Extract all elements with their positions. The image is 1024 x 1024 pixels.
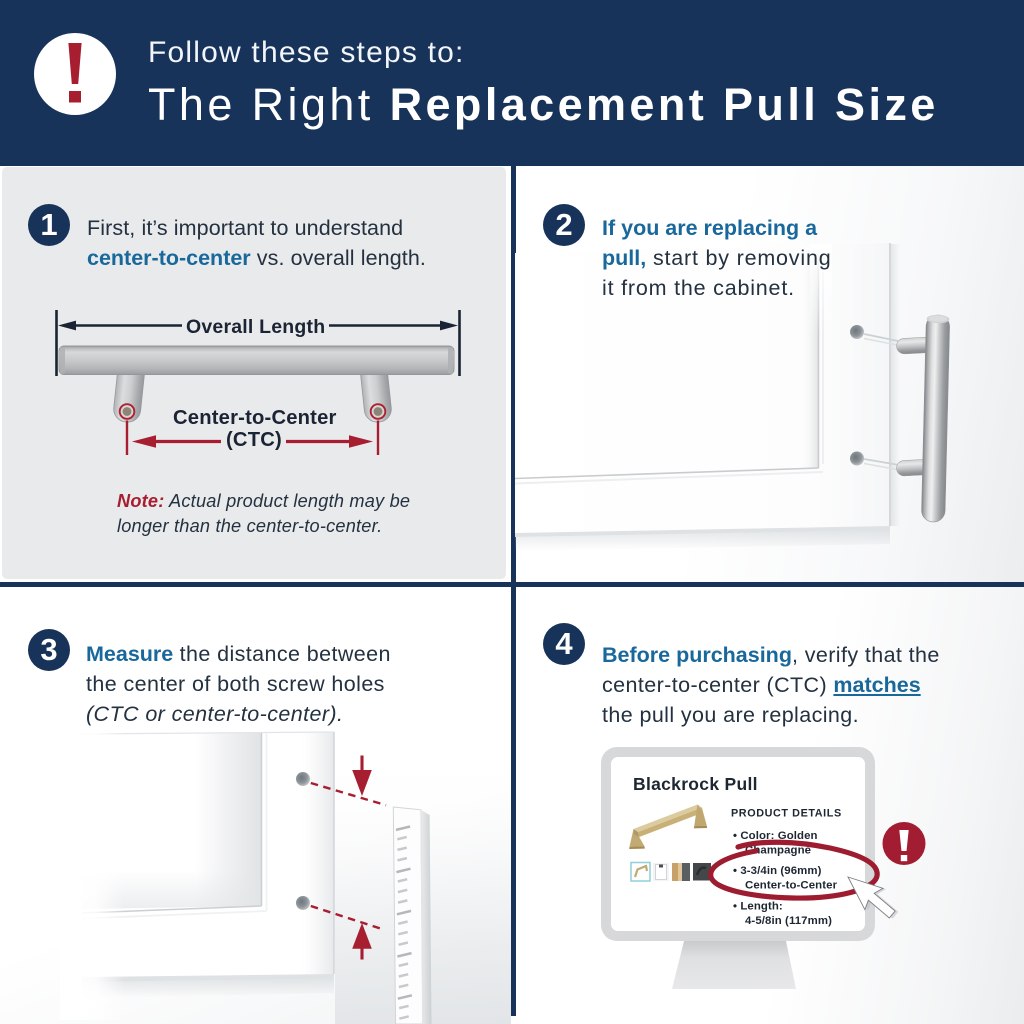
- svg-text:Center-to-Center: Center-to-Center: [745, 880, 838, 892]
- svg-text:4-5/8in (117mm): 4-5/8in (117mm): [745, 915, 832, 927]
- svg-text:• 3-3/4in (96mm): • 3-3/4in (96mm): [733, 865, 822, 877]
- svg-text:• Length:: • Length:: [733, 901, 783, 913]
- svg-text:• Color: Golden: • Color: Golden: [733, 830, 818, 842]
- svg-text:Champagne: Champagne: [745, 845, 811, 857]
- svg-text:PRODUCT DETAILS: PRODUCT DETAILS: [731, 808, 842, 820]
- svg-text:Blackrock Pull: Blackrock Pull: [633, 774, 758, 794]
